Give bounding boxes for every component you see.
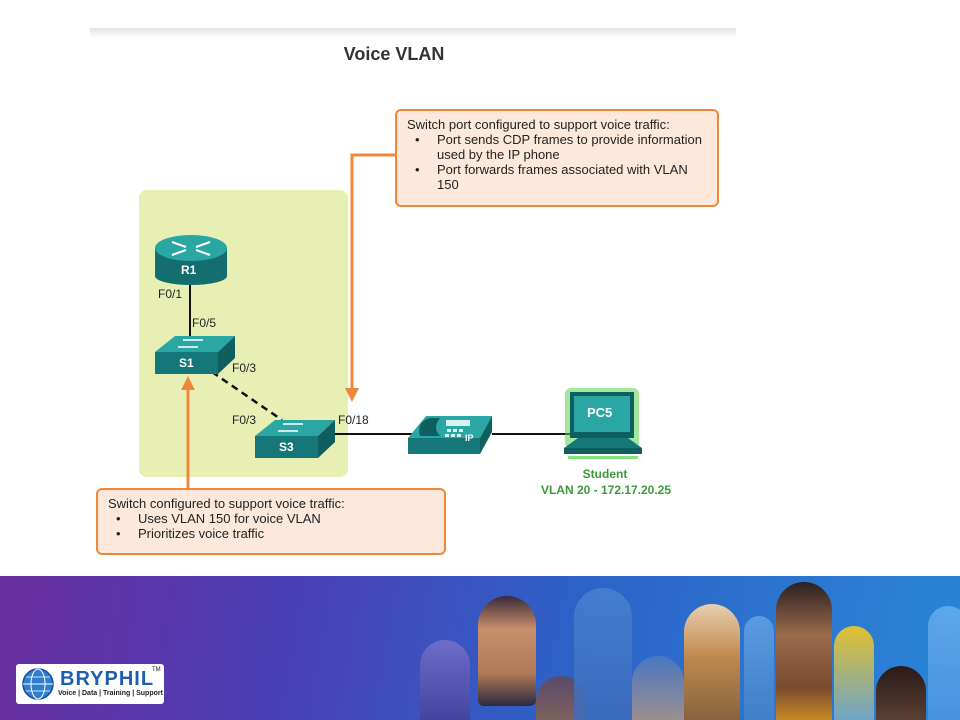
person-photo	[684, 604, 740, 720]
callout-port-list: Port sends CDP frames to provide informa…	[407, 132, 707, 192]
person-photo	[834, 626, 874, 720]
person-photo	[420, 640, 470, 720]
pc-label: PC5	[587, 405, 613, 420]
callout-switch-bullet: Uses VLAN 150 for voice VLAN	[116, 511, 434, 526]
r1-label: R1	[181, 263, 197, 277]
callout-switch: Switch configured to support voice traff…	[96, 488, 446, 555]
top-bar	[90, 28, 736, 38]
network-diagram	[139, 153, 642, 490]
port-s1-f03: F0/3	[232, 361, 257, 375]
port-s3-f018: F0/18	[338, 413, 369, 427]
callout-port-bullet: Port forwards frames associated with VLA…	[415, 162, 707, 192]
callout-switch-bullet: Prioritizes voice traffic	[116, 526, 434, 541]
callout-port-heading: Switch port configured to support voice …	[407, 117, 670, 132]
arrow-head-port	[345, 388, 359, 402]
phone-label: IP	[465, 433, 474, 443]
person-photo	[928, 606, 960, 720]
callout-port-bullet: Port sends CDP frames to provide informa…	[415, 132, 707, 162]
link-s1-s3	[211, 370, 283, 422]
logo-name: BRYPHIL	[60, 668, 155, 690]
port-s3-f03: F0/3	[232, 413, 257, 427]
callout-port: Switch port configured to support voice …	[395, 109, 719, 207]
globe-icon	[22, 668, 54, 700]
router-r1	[155, 235, 227, 285]
s3-label: S3	[279, 440, 294, 454]
ip-phone	[408, 416, 492, 454]
person-photo	[632, 656, 684, 720]
page-title: Voice VLAN	[343, 44, 445, 64]
callout-switch-list: Uses VLAN 150 for voice VLAN Prioritizes…	[108, 511, 434, 541]
arrow-head-switch	[181, 376, 195, 390]
port-s1-f05: F0/5	[192, 316, 217, 330]
port-r1-f01: F0/1	[158, 287, 183, 301]
callout-switch-heading: Switch configured to support voice traff…	[108, 496, 345, 511]
person-photo	[744, 616, 774, 720]
switch-s1	[155, 336, 235, 374]
pc-info-label: VLAN 20 - 172.17.20.25	[540, 483, 672, 497]
person-photo	[776, 582, 832, 720]
pc-5	[564, 388, 642, 459]
arrow-port-callout	[350, 153, 397, 392]
logo-tagline: Voice | Data | Training | Support	[58, 690, 163, 697]
s1-label: S1	[179, 356, 194, 370]
pc-name-label: Student	[582, 467, 628, 481]
person-photo	[478, 596, 536, 706]
logo-tm: TM	[152, 667, 161, 673]
bryphil-logo: BRYPHIL TM Voice | Data | Training | Sup…	[16, 664, 164, 704]
person-photo	[574, 588, 632, 720]
switch-s3	[255, 420, 335, 458]
person-photo	[876, 666, 926, 720]
